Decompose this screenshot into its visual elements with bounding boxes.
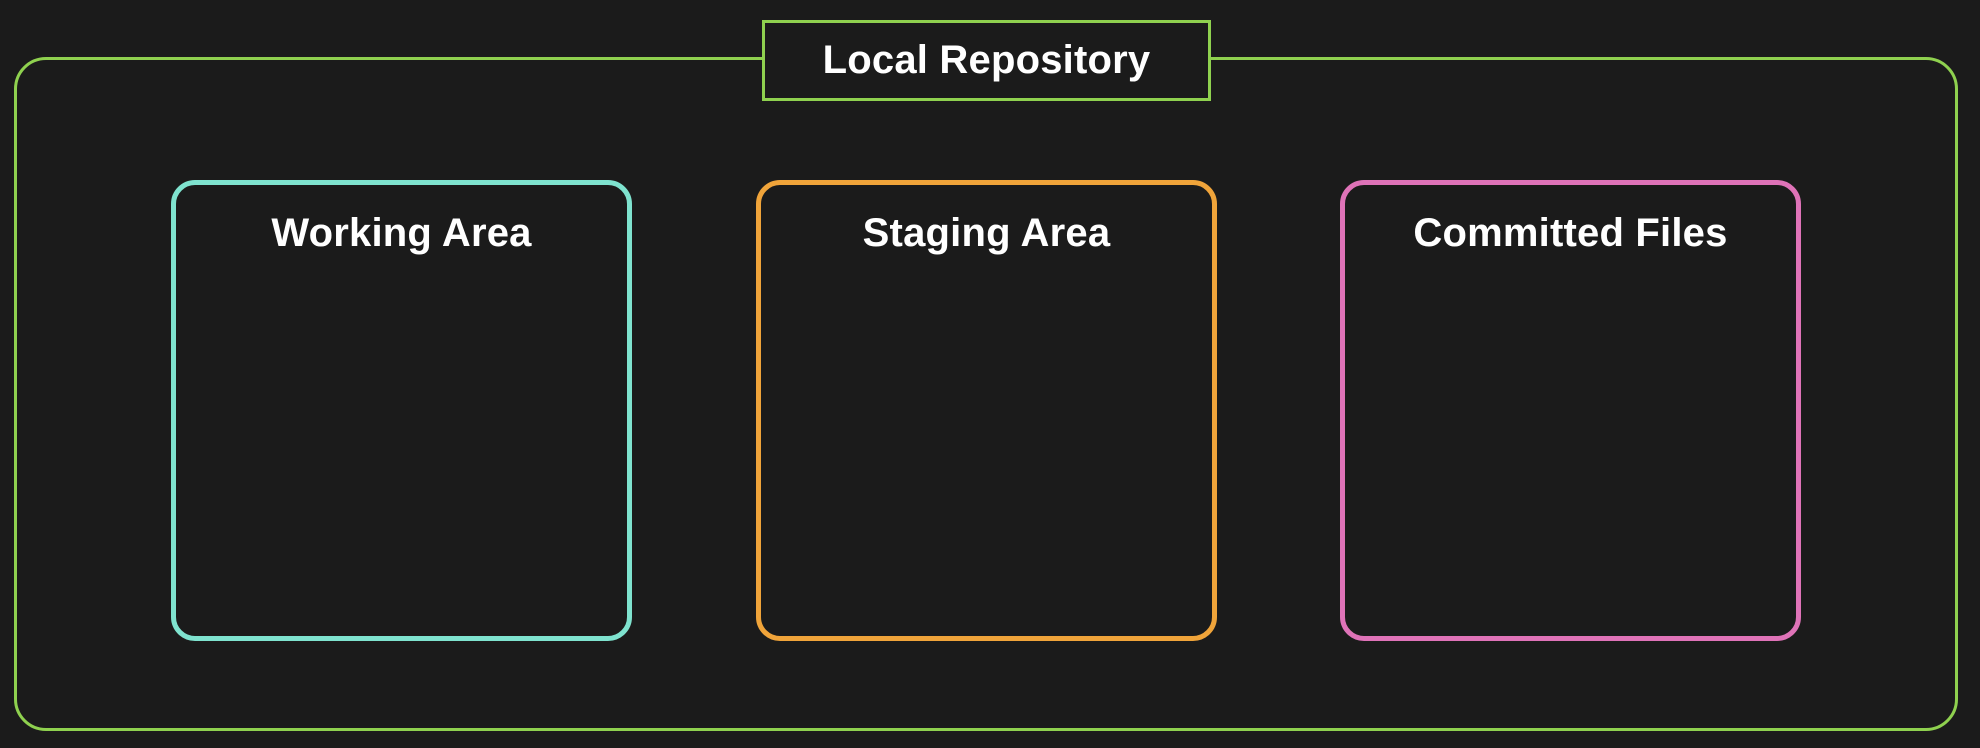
local-repository-title: Local Repository bbox=[762, 20, 1211, 101]
staging-area-title: Staging Area bbox=[862, 211, 1111, 255]
working-area-box: Working Area bbox=[171, 180, 632, 641]
staging-area-box: Staging Area bbox=[756, 180, 1217, 641]
committed-files-box: Committed Files bbox=[1340, 180, 1801, 641]
working-area-title: Working Area bbox=[271, 211, 532, 255]
committed-files-title: Committed Files bbox=[1413, 211, 1728, 255]
